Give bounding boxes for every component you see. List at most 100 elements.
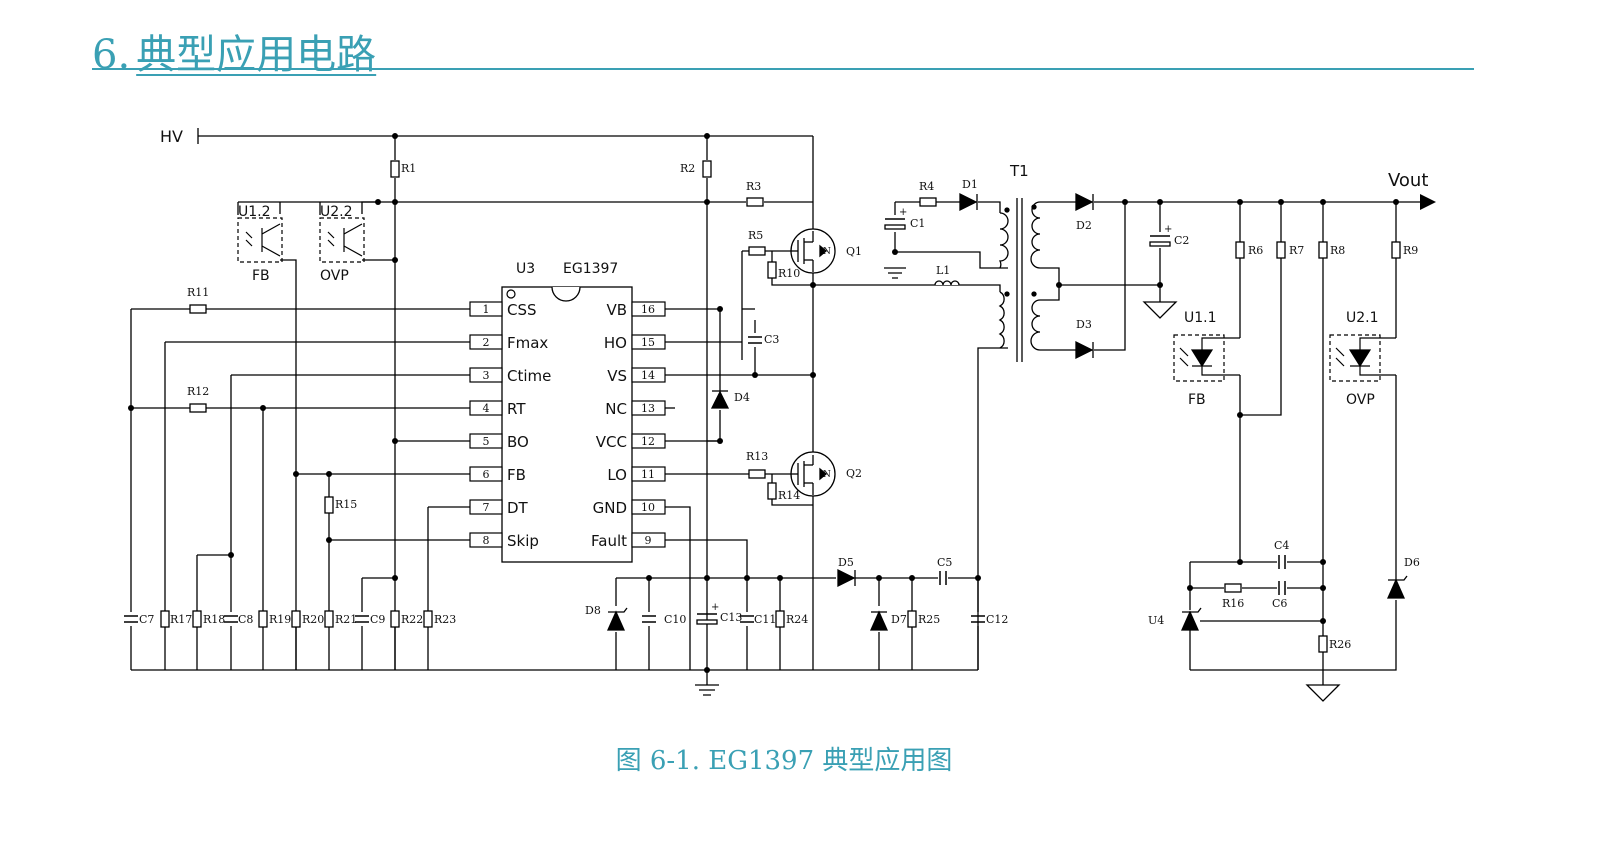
- resistor-r2: [702, 160, 712, 178]
- pin-number: 5: [483, 435, 490, 448]
- resistor-r22: [390, 610, 400, 628]
- pin-name: BO: [507, 433, 529, 451]
- pin-number: 3: [483, 369, 490, 382]
- capacitor-c6: [1278, 580, 1286, 596]
- svg-text:+: +: [899, 207, 907, 218]
- label-r5: R5: [748, 229, 763, 242]
- label-c13: C13: [720, 611, 742, 624]
- wire-group: [130, 128, 1420, 685]
- label-u21: U2.1: [1346, 310, 1379, 326]
- label-r9: R9: [1403, 244, 1418, 257]
- label-r8: R8: [1330, 244, 1345, 257]
- pin-name: GND: [593, 499, 627, 517]
- resistor-r9: [1391, 241, 1401, 259]
- label-r1: R1: [401, 162, 416, 175]
- pin-number: 14: [641, 369, 655, 382]
- pin-number: 7: [483, 501, 490, 514]
- label-l1: L1: [936, 264, 950, 277]
- capacitors: + + +: [123, 207, 1286, 625]
- resistor-r10: [767, 261, 777, 279]
- label-q2: Q2: [846, 467, 862, 480]
- resistor-r18: [192, 610, 202, 628]
- label-r19: R19: [269, 613, 291, 626]
- pin-name: Fmax: [507, 334, 548, 352]
- section-number: 6.: [92, 32, 131, 78]
- label-c5: C5: [937, 556, 952, 569]
- diode-d6: [1386, 575, 1408, 599]
- resistor-r17: [160, 610, 170, 628]
- label-u11: U1.1: [1184, 310, 1217, 326]
- pin-number: 1: [483, 303, 490, 316]
- label-u3: U3: [516, 261, 535, 277]
- pin-number: 8: [483, 534, 490, 547]
- resistor-r26: [1318, 635, 1328, 653]
- label-r20: R20: [302, 613, 324, 626]
- label-r24: R24: [786, 613, 808, 626]
- label-c9: C9: [370, 613, 385, 626]
- label-ovp-left: OVP: [320, 268, 349, 284]
- label-r23: R23: [434, 613, 456, 626]
- label-r7: R7: [1289, 244, 1304, 257]
- resistor-r11: [189, 304, 207, 314]
- opto-u11: [1173, 334, 1240, 382]
- figure-caption: 图 6-1. EG1397 典型应用图: [615, 746, 953, 776]
- schematic: + + +: [123, 127, 1436, 702]
- label-fb-left: FB: [252, 268, 270, 284]
- resistor-r19: [258, 610, 268, 628]
- resistor-r7: [1276, 241, 1286, 259]
- label-d6: D6: [1404, 556, 1420, 569]
- label-r21: R21: [335, 613, 357, 626]
- junction-nodes: [128, 133, 1399, 673]
- pin-number: 9: [645, 534, 652, 547]
- label-u4: U4: [1148, 614, 1164, 627]
- diode-d8: [606, 607, 628, 631]
- capacitor-c8: [223, 615, 239, 623]
- pin-number: 11: [641, 468, 655, 481]
- label-u22: U2.2: [320, 204, 353, 220]
- diode-d1: [959, 192, 978, 212]
- svg-text:+: +: [1164, 224, 1172, 235]
- label-r3: R3: [746, 180, 761, 193]
- transformer-t1: [998, 198, 1041, 362]
- pin-name: Ctime: [507, 367, 551, 385]
- pin-name: RT: [507, 400, 526, 418]
- label-c7: C7: [139, 613, 154, 626]
- label-d7: D7: [891, 613, 907, 626]
- chip-pin-left: 3 Ctime: [469, 367, 551, 385]
- pin-number: 12: [641, 435, 655, 448]
- resistor-r5: [748, 246, 766, 256]
- opto-u12: [237, 217, 283, 263]
- label-r12: R12: [187, 385, 209, 398]
- resistor-r24: [775, 610, 785, 628]
- label-t1: T1: [1009, 162, 1029, 180]
- capacitor-c1: +: [884, 207, 907, 230]
- section-title: 典型应用电路: [136, 32, 377, 78]
- label-hv: HV: [160, 127, 183, 146]
- resistor-r14: [767, 482, 777, 500]
- pin-name: Fault: [591, 532, 627, 550]
- label-d1: D1: [962, 178, 978, 191]
- label-c2: C2: [1174, 234, 1189, 247]
- pin-name: VB: [606, 301, 627, 319]
- component-labels: HV Vout T1 L1 Q1 Q2 N N U1.2 U2.2 FB OVP…: [139, 127, 1428, 651]
- ground-symbols: [695, 267, 1341, 702]
- pin-number: 15: [641, 336, 655, 349]
- mosfet-q2: [790, 451, 836, 497]
- chip-pin-right: 11 LO: [607, 466, 666, 484]
- heading-rule: [92, 68, 1474, 70]
- pin-name: LO: [607, 466, 627, 484]
- label-r15: R15: [335, 498, 357, 511]
- vout-arrow-icon: [1420, 194, 1436, 210]
- diode-d3: [1075, 340, 1094, 360]
- resistor-r25: [907, 610, 917, 628]
- label-d2: D2: [1076, 219, 1092, 232]
- label-r17: R17: [170, 613, 192, 626]
